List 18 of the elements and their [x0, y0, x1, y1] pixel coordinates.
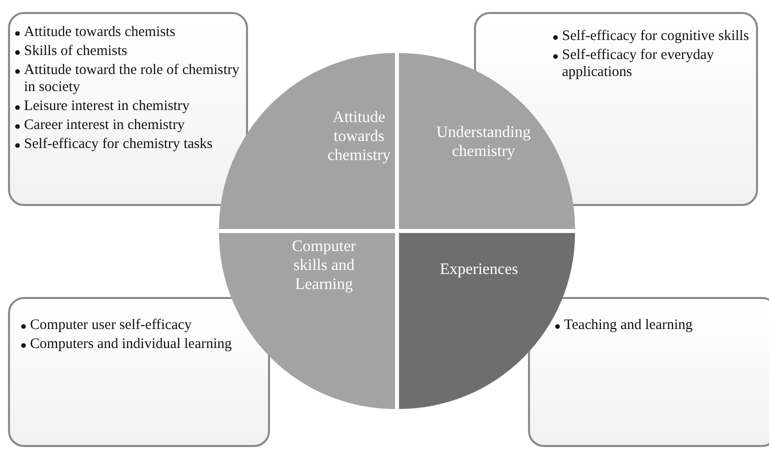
quadrant-label: Experiences	[438, 260, 520, 279]
bullet-item: Teaching and learning	[564, 317, 693, 333]
bullet-item: Career interest in chemistry	[24, 117, 185, 133]
text-panel	[8, 297, 270, 447]
text-panel	[8, 12, 248, 206]
quadrant-label: Attitude towards chemistry	[326, 108, 392, 165]
bullet-item: Leisure interest in chemistry	[24, 98, 190, 114]
bullet-item: Self-efficacy for everyday applications	[562, 47, 714, 80]
bullet-item: Computer user self-efficacy	[30, 317, 192, 333]
bullet-item: Self-efficacy for chemistry tasks	[24, 136, 213, 152]
bullet-item: Self-efficacy for cognitive skills	[562, 28, 749, 44]
bullet-item: Computers and individual learning	[30, 336, 232, 352]
bullet-item: Attitude towards chemists	[24, 24, 176, 40]
bullet-item: Attitude toward the role of chemistry in society	[24, 62, 240, 95]
bullet-item: Skills of chemists	[24, 43, 128, 59]
quadrant-label: Computer skills and Learning	[291, 237, 357, 294]
quadrant-label: Understanding chemistry	[435, 123, 532, 161]
text-panel	[528, 297, 769, 447]
